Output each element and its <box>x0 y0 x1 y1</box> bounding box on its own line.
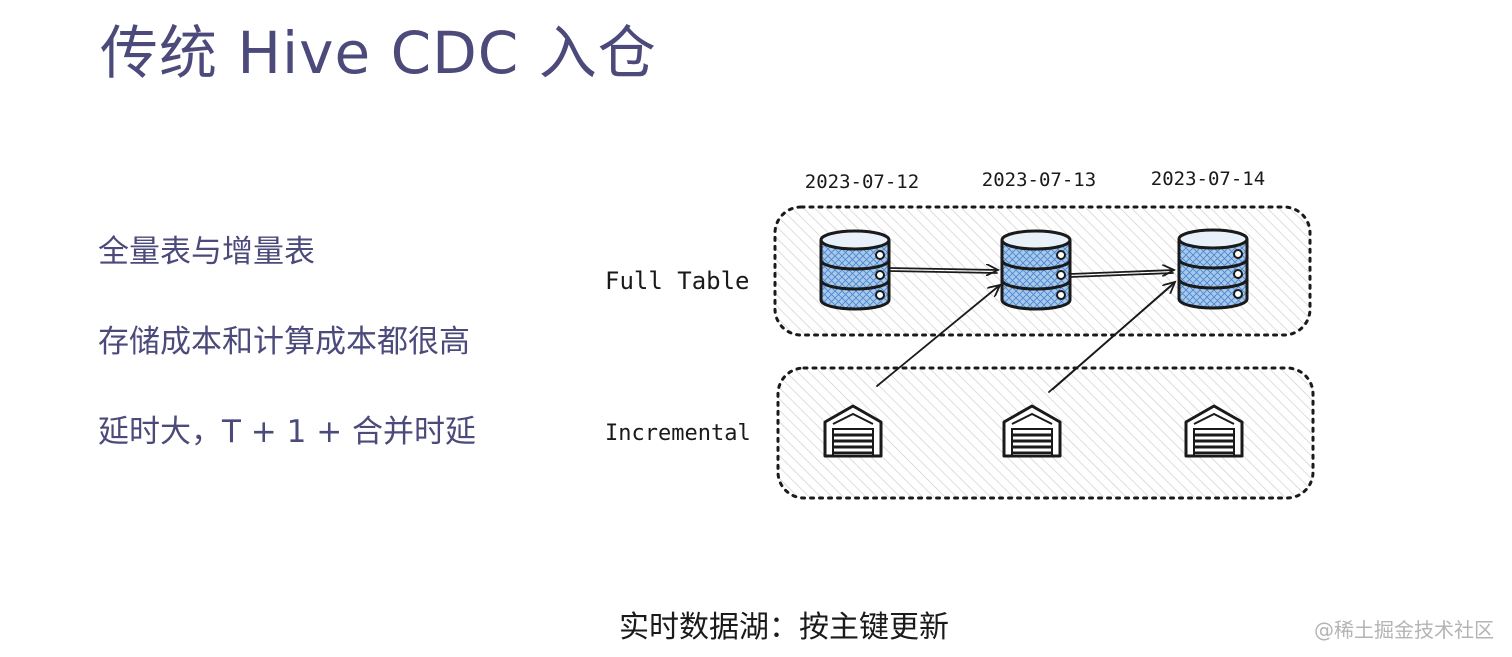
watermark: @稀土掘金技术社区 <box>1314 618 1494 642</box>
slide-caption: 实时数据湖：按主键更新 <box>619 610 949 645</box>
row-label-incremental: Incremental <box>605 421 751 446</box>
date-label: 2023-07-14 <box>1151 168 1265 190</box>
bullet-latency: 延时大，T + 1 + 合并时延 <box>98 414 477 450</box>
slide-title: 传统 Hive CDC 入仓 <box>100 19 657 87</box>
flow-arrows <box>876 268 1175 393</box>
database-icon <box>1000 229 1072 311</box>
bullet-full-vs-incremental: 全量表与增量表 <box>98 234 315 270</box>
database-icon <box>819 229 891 311</box>
database-icon <box>1177 228 1249 310</box>
date-label: 2023-07-12 <box>805 171 919 193</box>
row-label-full-table: Full Table <box>605 267 750 295</box>
date-label: 2023-07-13 <box>982 169 1096 191</box>
cdc-diagram: 2023-07-12 2023-07-13 2023-07-14 Full Ta… <box>605 168 1315 500</box>
bullet-cost: 存储成本和计算成本都很高 <box>98 324 470 360</box>
